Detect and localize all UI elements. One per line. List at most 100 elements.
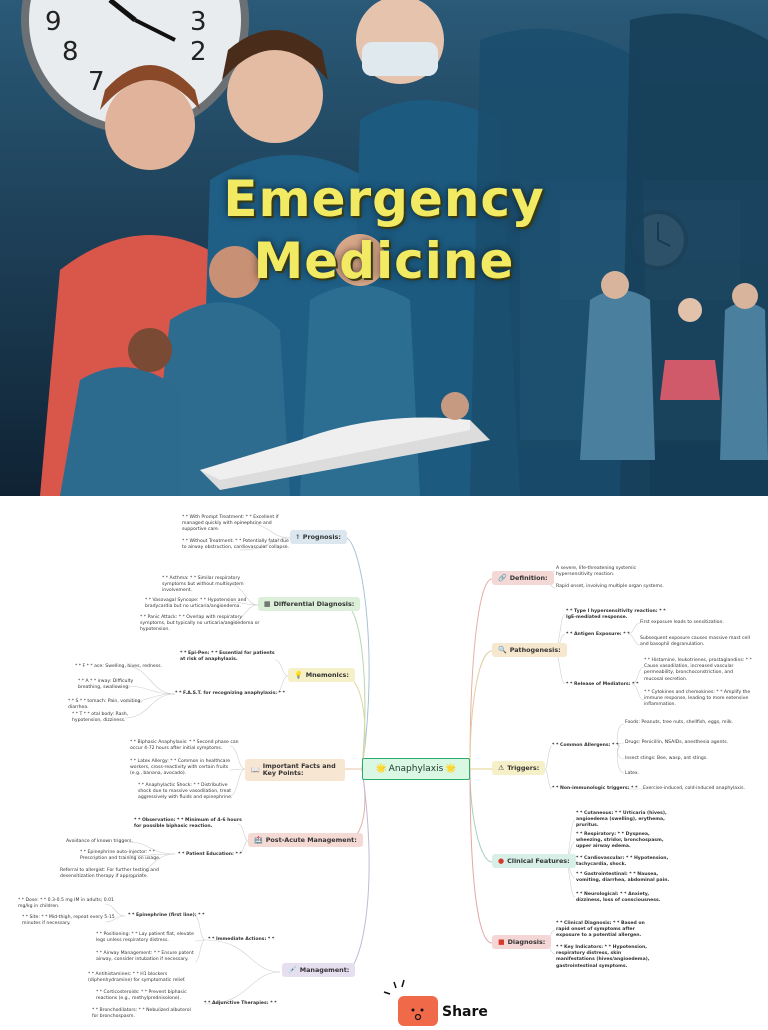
share-icon xyxy=(398,996,438,1026)
definition-item: A severe, life-threatening systemic hype… xyxy=(556,566,637,578)
immediate-item: * * Positioning: * * Lay patient flat, e… xyxy=(96,932,194,944)
node-definition[interactable]: 🔗 Definition: xyxy=(492,571,554,585)
education-item: Referral to allergist: For further testi… xyxy=(60,868,159,880)
star-icon: 🌟 xyxy=(375,764,387,774)
node-clinical-features[interactable]: ● Clinical Features: xyxy=(492,854,576,868)
node-mnemonics[interactable]: 💡 Mnemonics: xyxy=(288,668,355,682)
management-immediate: * * Immediate Actions: * * xyxy=(208,937,275,942)
share-label: Share xyxy=(442,1004,488,1020)
node-clinical-label: Clinical Features: xyxy=(507,857,570,865)
prognosis-icon: ⚕ xyxy=(296,533,300,541)
book-icon: 📖 xyxy=(251,765,260,774)
education-item: Avoidance of known triggers. xyxy=(66,839,133,844)
differential-item: * * Asthma: * * Similar respiratory symp… xyxy=(162,576,244,594)
lightbulb-icon: 💡 xyxy=(294,671,303,679)
node-management-label: Management: xyxy=(299,966,350,974)
node-prognosis[interactable]: ⚕ Prognosis: xyxy=(290,530,347,544)
clinical-item: * * Gastrointestinal: * * Nausea, vomiti… xyxy=(576,872,670,884)
node-post-acute-label: Post-Acute Management: xyxy=(265,836,357,844)
allergen-item: Foods: Peanuts, tree nuts, shellfish, eg… xyxy=(625,720,734,725)
allergen-item: Latex. xyxy=(625,771,640,776)
prognosis-item: * * Without Treatment: * * Potentially f… xyxy=(182,539,290,551)
red-circle-icon: ● xyxy=(498,857,505,865)
allergen-item: Insect stings: Bee, wasp, ant stings. xyxy=(625,756,708,761)
clock-number: 2 xyxy=(190,37,207,67)
node-triggers-label: Triggers: xyxy=(507,764,540,772)
syringe-icon: 💉 xyxy=(288,966,297,974)
mediator-item: * * Histamine, leukotrienes, prostagland… xyxy=(644,658,752,682)
clock-number: 8 xyxy=(62,37,79,67)
hero-title: Emergency Medicine xyxy=(0,168,768,292)
differential-item: * * Vasovagal Syncope: * * Hypotension a… xyxy=(145,598,247,610)
diagnosis-item: * * Clinical Diagnosis: * * Based on rap… xyxy=(556,921,645,939)
definition-item: Rapid onset, involving multiple organ sy… xyxy=(556,584,664,589)
clock-number: 7 xyxy=(88,67,105,97)
fact-item: * * Biphasic Anaphylaxis: * * Second pha… xyxy=(130,740,239,752)
diagnosis-item: * * Key Indicators: * * Hypotension, res… xyxy=(556,945,650,969)
fast-item: * * A * * irway: Difficulty breathing, s… xyxy=(78,679,134,691)
node-management[interactable]: 💉 Management: xyxy=(282,963,356,977)
immediate-item: * * Airway Management: * * Ensure patent… xyxy=(96,951,194,963)
node-differential-diagnosis[interactable]: ▦ Differential Diagnosis: xyxy=(258,597,361,611)
node-prognosis-label: Prognosis: xyxy=(302,533,341,541)
mnemonic-fast: * * F.A.S.T. for recognizing anaphylaxis… xyxy=(175,691,286,696)
fast-item: * * S * * tomach: Pain, vomiting, diarrh… xyxy=(68,699,142,711)
fact-item: * * Anaphylactic Shock: * * Distributive… xyxy=(138,783,233,801)
fast-item: * * F * * ace: Swelling, hives, redness. xyxy=(75,664,162,669)
mnemonic-epipen: * * Epi-Pen: * * Essential for patients … xyxy=(180,651,275,663)
epinephrine-item: * * Dose: * * 0.3-0.5 mg IM in adults; 0… xyxy=(18,898,114,910)
sparkle-icon xyxy=(383,979,405,995)
triggers-common: * * Common Allergens: * * xyxy=(552,743,619,748)
clock-number: 9 xyxy=(45,7,62,37)
node-diagnosis[interactable]: ■ Diagnosis: xyxy=(492,935,552,949)
differential-item: * * Panic Attack: * * Overlap with respi… xyxy=(140,615,260,633)
antigen-item: Subsequent exposure causes massive mast … xyxy=(640,636,750,648)
management-epinephrine: * * Epinephrine (first line): * * xyxy=(128,913,205,918)
management-adjunctive: * * Adjunctive Therapies: * * xyxy=(204,1001,277,1006)
link-icon: 🔗 xyxy=(498,574,507,582)
magnifier-icon: 🔍 xyxy=(498,646,507,654)
star-icon: 🌟 xyxy=(445,764,457,774)
pathogenesis-type1: * * Type I hypersensitivity reaction: * … xyxy=(566,609,666,621)
education-item: * * Epinephrine auto-injector: * * Presc… xyxy=(80,850,161,862)
clinical-item: * * Respiratory: * * Dyspnea, wheezing, … xyxy=(576,832,664,850)
red-square-icon: ■ xyxy=(498,938,505,946)
hospital-icon: 🏥 xyxy=(254,836,263,844)
post-acute-observation: * * Observation: * * Minimum of 4-6 hour… xyxy=(134,818,242,830)
root-label: Anaphylaxis xyxy=(388,764,444,774)
prognosis-item: * * With Prompt Treatment: * * Excellent… xyxy=(182,515,279,533)
adjunctive-item: * * Antihistamines: * * H1 blockers (dip… xyxy=(88,972,186,984)
fact-item: * * Latex Allergy: * * Common in healthc… xyxy=(130,759,231,777)
node-triggers[interactable]: ⚠ Triggers: xyxy=(492,761,546,775)
pathogenesis-mediators: * * Release of Mediators: * * xyxy=(566,682,639,687)
clinical-item: * * Neurological: * * Anxiety, dizziness… xyxy=(576,892,661,904)
hero-title-line2: Medicine xyxy=(253,232,515,290)
face-icon xyxy=(411,1008,424,1021)
node-pathogenesis[interactable]: 🔍 Pathogenesis: xyxy=(492,643,567,657)
node-pathogenesis-label: Pathogenesis: xyxy=(509,646,561,654)
allergen-item: Drugs: Penicillin, NSAIDs, anesthesia ag… xyxy=(625,740,729,745)
node-diagnosis-label: Diagnosis: xyxy=(507,938,546,946)
mediator-item: * * Cytokines and chemokines: * * Amplif… xyxy=(644,690,751,708)
triggers-nonimmunologic: * * Non-immunologic triggers: * * xyxy=(552,786,638,791)
node-definition-label: Definition: xyxy=(509,574,548,582)
hero-title-line1: Emergency xyxy=(223,170,545,228)
node-mnemonics-label: Mnemonics: xyxy=(305,671,349,679)
clinical-item: * * Cardiovascular: * * Hypotension, tac… xyxy=(576,856,669,868)
node-differential-label: Differential Diagnosis: xyxy=(273,600,355,608)
adjunctive-item: * * Bronchodilators: * * Nebulized albut… xyxy=(92,1008,191,1020)
post-acute-education: * * Patient Education: * * xyxy=(178,852,242,857)
nonimmunologic-item: Exercise-induced, cold-induced anaphylax… xyxy=(643,786,745,791)
share-button[interactable]: Share xyxy=(380,978,500,1026)
node-important-facts[interactable]: 📖 Important Facts and Key Points: xyxy=(245,759,345,781)
node-post-acute-management[interactable]: 🏥 Post-Acute Management: xyxy=(248,833,363,847)
compare-icon: ▦ xyxy=(264,600,271,608)
mind-map: 🌟 Anaphylaxis 🌟 ⚕ Prognosis: * * With Pr… xyxy=(0,496,768,1024)
epinephrine-item: * * Site: * * Mid-thigh, repeat every 5-… xyxy=(22,915,115,927)
antigen-item: First exposure leads to sensitization. xyxy=(640,620,724,625)
root-node[interactable]: 🌟 Anaphylaxis 🌟 xyxy=(362,758,470,780)
warning-icon: ⚠ xyxy=(498,764,505,772)
pathogenesis-antigen: * * Antigen Exposure: * * xyxy=(566,632,630,637)
